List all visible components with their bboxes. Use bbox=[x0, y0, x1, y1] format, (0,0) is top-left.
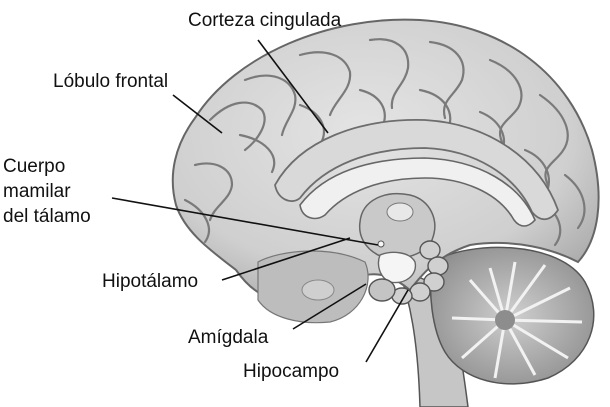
label-hipotalamo: Hipotálamo bbox=[102, 270, 198, 293]
label-cuerpo-line-3: del tálamo bbox=[3, 205, 91, 228]
hypothalamus bbox=[378, 252, 415, 282]
label-cuerpo-line-1: Cuerpo bbox=[3, 155, 65, 178]
label-lobulo-frontal: Lóbulo frontal bbox=[53, 70, 168, 93]
amygdala-shape bbox=[369, 279, 395, 301]
label-cuerpo-line-2: mamilar bbox=[3, 180, 71, 203]
cerebellum bbox=[431, 247, 594, 383]
label-amigdala: Amígdala bbox=[188, 326, 268, 349]
label-corteza-cingulada: Corteza cingulada bbox=[188, 9, 341, 32]
label-hipocampo: Hipocampo bbox=[243, 360, 339, 383]
